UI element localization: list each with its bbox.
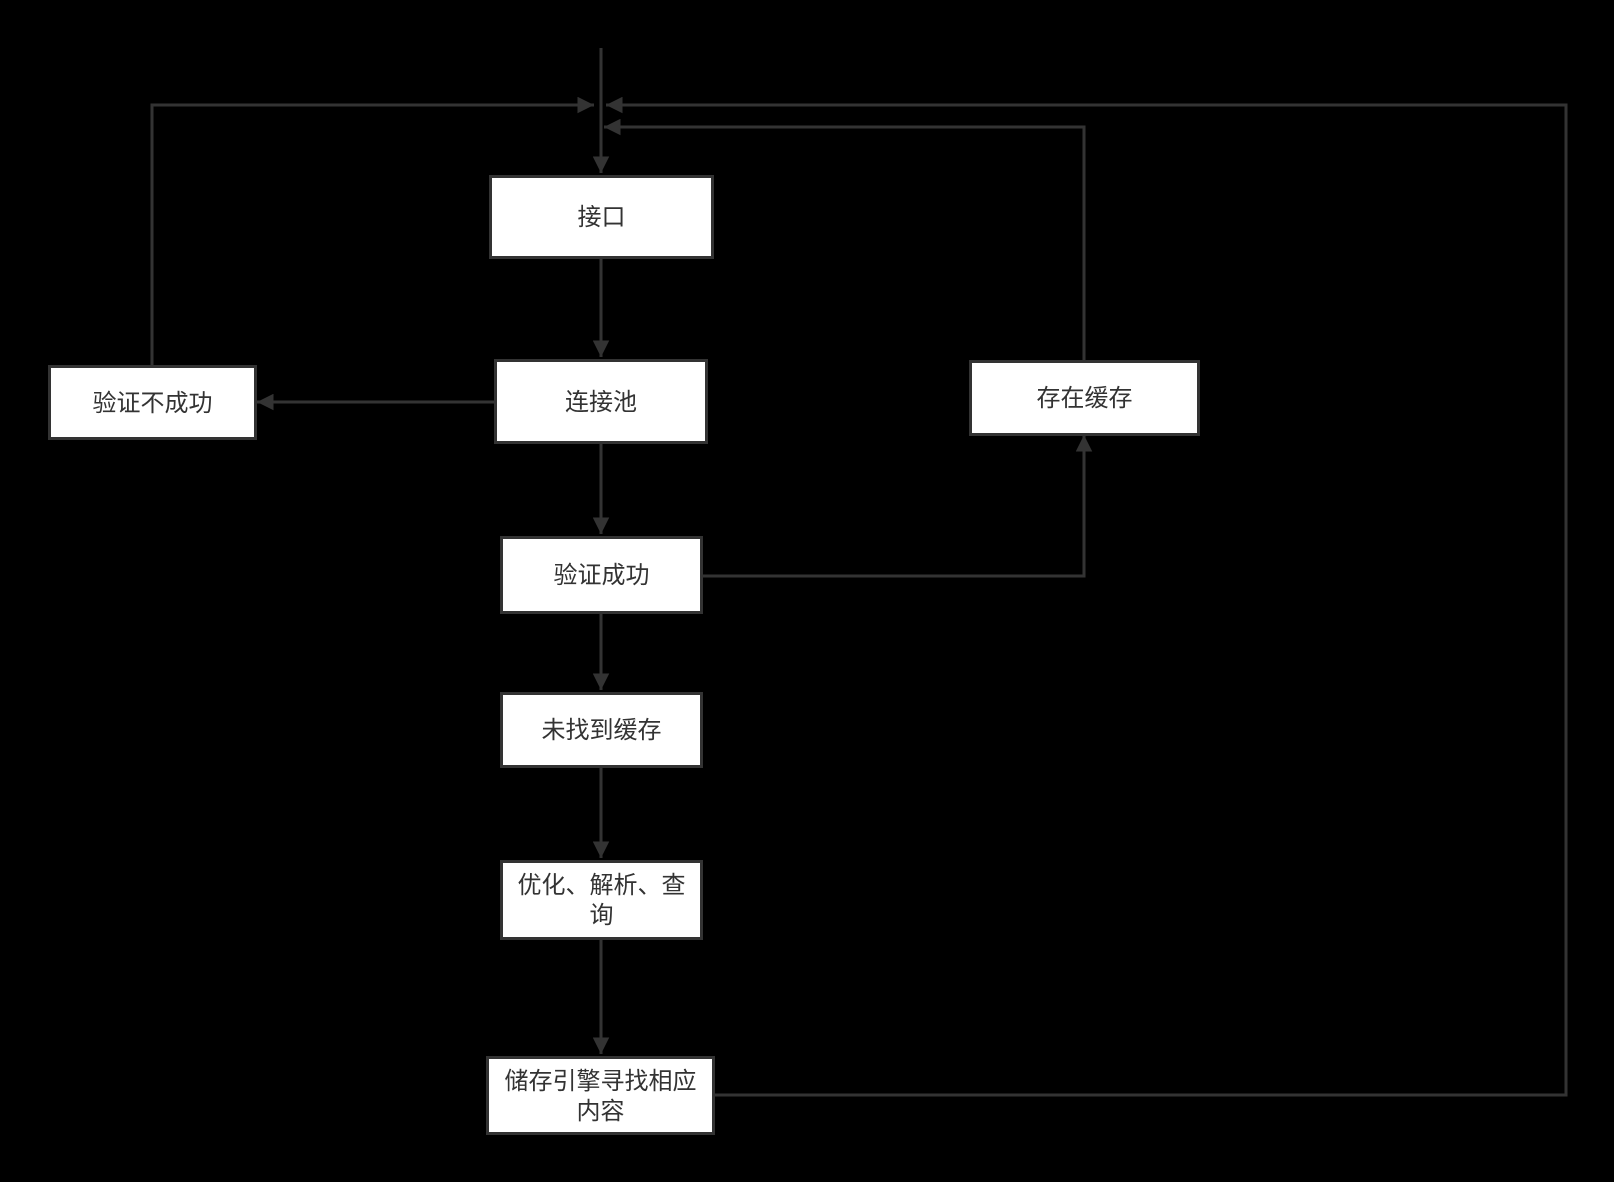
node-auth-fail-label: 验证不成功 xyxy=(92,388,213,417)
edge-cache-exists-to-top xyxy=(604,118,1086,360)
node-cache-not-found[interactable]: 未找到缓存 xyxy=(500,692,703,768)
node-optimize-parse-query-label: 优化、解析、查询 xyxy=(517,871,686,929)
edge-auth-success-to-cache-exists xyxy=(701,435,1093,578)
node-interface-label: 接口 xyxy=(577,203,626,231)
node-cache-not-found-label: 未找到缓存 xyxy=(541,716,662,744)
node-auth-success[interactable]: 验证成功 xyxy=(500,536,703,614)
node-connection-pool[interactable]: 连接池 xyxy=(494,359,708,444)
node-storage-engine-find[interactable]: 储存引擎寻找相应内容 xyxy=(486,1056,715,1135)
node-optimize-parse-query[interactable]: 优化、解析、查询 xyxy=(500,860,703,940)
node-interface[interactable]: 接口 xyxy=(489,175,714,259)
node-auth-fail[interactable]: 验证不成功 xyxy=(48,365,257,440)
edge-storage-to-top xyxy=(606,96,1568,1097)
node-cache-exists[interactable]: 存在缓存 xyxy=(969,360,1200,436)
node-auth-success-label: 验证成功 xyxy=(553,561,650,589)
node-storage-engine-find-label: 储存引擎寻找相应内容 xyxy=(504,1066,697,1125)
node-connection-pool-label: 连接池 xyxy=(565,387,637,416)
node-cache-exists-label: 存在缓存 xyxy=(1036,384,1133,412)
edge-auth-fail-to-top xyxy=(150,96,594,365)
